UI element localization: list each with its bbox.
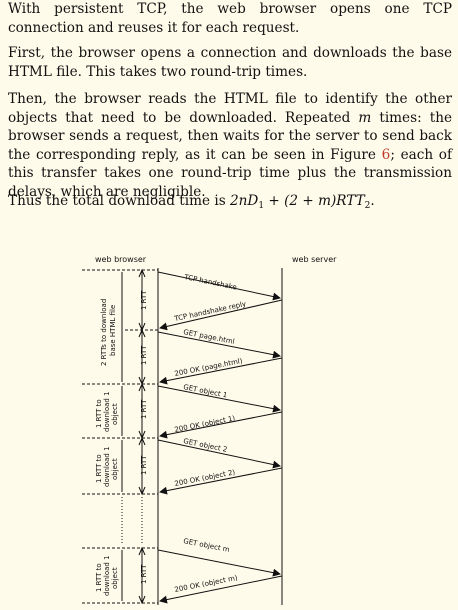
- rtt-interval-3: 1 RTT: [138, 382, 148, 440]
- rtt-label: 1 RTT: [140, 564, 148, 584]
- message-labels: TCP handshake TCP handshake reply GET pa…: [173, 273, 247, 594]
- arrow-get-object-1: [157, 385, 281, 413]
- message-label: GET object 1: [183, 383, 228, 399]
- arrow-get-object-m: [157, 549, 281, 577]
- arrow-200-object-1: [159, 411, 283, 439]
- bracket-label-line: 1 RTT to: [95, 563, 103, 592]
- rtt-label: 1 RTT: [140, 345, 148, 365]
- rtt-label: 1 RTT: [140, 399, 148, 419]
- arrow-200-object-m: [159, 575, 283, 604]
- timing-guides: [82, 269, 158, 604]
- web-browser-label: web browser: [95, 255, 147, 264]
- web-server-label: web server: [292, 255, 337, 264]
- paragraph-text: times: the browser sends a request, then…: [8, 109, 452, 163]
- paragraph-persistent-tcp: With persistent TCP, the web browser ope…: [8, 0, 452, 37]
- paragraph-text: First, the browser opens a connection an…: [8, 45, 452, 80]
- rtt-interval-2: 1 RTT: [138, 328, 148, 386]
- message-label: GET page.html: [183, 328, 236, 346]
- figure-reference-link[interactable]: 6: [381, 146, 391, 163]
- paragraph-total-time: Thus the total download time is 2nD1 + (…: [8, 192, 452, 216]
- bracket-label-object-2: 1 RTT to download 1 object: [95, 446, 119, 487]
- bracket-label-object-m: 1 RTT to download 1 object: [95, 555, 119, 596]
- bracket-label-object-1: 1 RTT to download 1 object: [95, 391, 119, 432]
- bracket-label-line: 2 RTTs to download: [100, 299, 108, 366]
- arrow-200-object-2: [159, 467, 283, 495]
- arrow-tcp-handshake: [157, 271, 281, 301]
- message-label: 200 OK (object 2): [174, 468, 236, 488]
- bracket-label-line: object: [111, 567, 119, 589]
- paragraph-base-html: First, the browser opens a connection an…: [8, 44, 452, 81]
- arrow-200-page: [159, 357, 283, 385]
- rtt-interval-5: 1 RTT: [138, 546, 148, 605]
- arrow-get-page: [157, 331, 281, 359]
- rtt-label: 1 RTT: [140, 455, 148, 475]
- bracket-label-line: 1 RTT to: [95, 454, 103, 483]
- message-label: TCP handshake: [183, 273, 238, 292]
- message-label: GET object 2: [183, 437, 228, 454]
- math-m: m: [358, 109, 372, 126]
- bracket-label-line: base HTML file: [109, 305, 117, 356]
- formula-part: 2nD: [230, 193, 259, 209]
- bracket-label-line: download 1: [103, 446, 111, 487]
- rtt-label: 1 RTT: [140, 290, 148, 310]
- paragraph-text: Thus the total download time is: [8, 193, 230, 209]
- message-label: GET object m: [183, 537, 231, 554]
- bracket-label-line: object: [111, 458, 119, 480]
- formula-part: + (2 + m)RTT: [264, 193, 365, 209]
- message-arrows: [157, 271, 283, 604]
- formula-period: .: [370, 193, 375, 209]
- paragraph-repeated-requests: Then, the browser reads the HTML file to…: [8, 90, 452, 201]
- message-label: 200 OK (object m): [174, 574, 239, 594]
- formula-subscript: 1: [258, 201, 265, 211]
- paragraph-text: Then, the browser reads the HTML file to…: [8, 91, 452, 126]
- bracket-label-line: download 1: [103, 391, 111, 432]
- rtt-interval-1: 1 RTT: [138, 268, 148, 332]
- paragraph-text: With persistent TCP, the web browser ope…: [8, 1, 452, 36]
- rtt-interval-4: 1 RTT: [138, 436, 148, 496]
- formula-subscript: 2: [364, 201, 371, 211]
- arrow-tcp-handshake-reply: [159, 299, 283, 331]
- bracket-label-base-html: 2 RTTs to download base HTML file: [100, 299, 117, 366]
- bracket-label-line: 1 RTT to: [95, 399, 103, 428]
- message-label: TCP handshake reply: [173, 300, 247, 323]
- ellipsis-dots: [121, 497, 143, 545]
- bracket-label-line: object: [111, 403, 119, 425]
- message-label: 200 OK (object 1): [174, 414, 236, 434]
- arrow-get-object-2: [157, 439, 281, 469]
- paragraph-text: ; each of this transfer takes one round-…: [8, 146, 452, 200]
- bracket-label-line: download 1: [103, 555, 111, 596]
